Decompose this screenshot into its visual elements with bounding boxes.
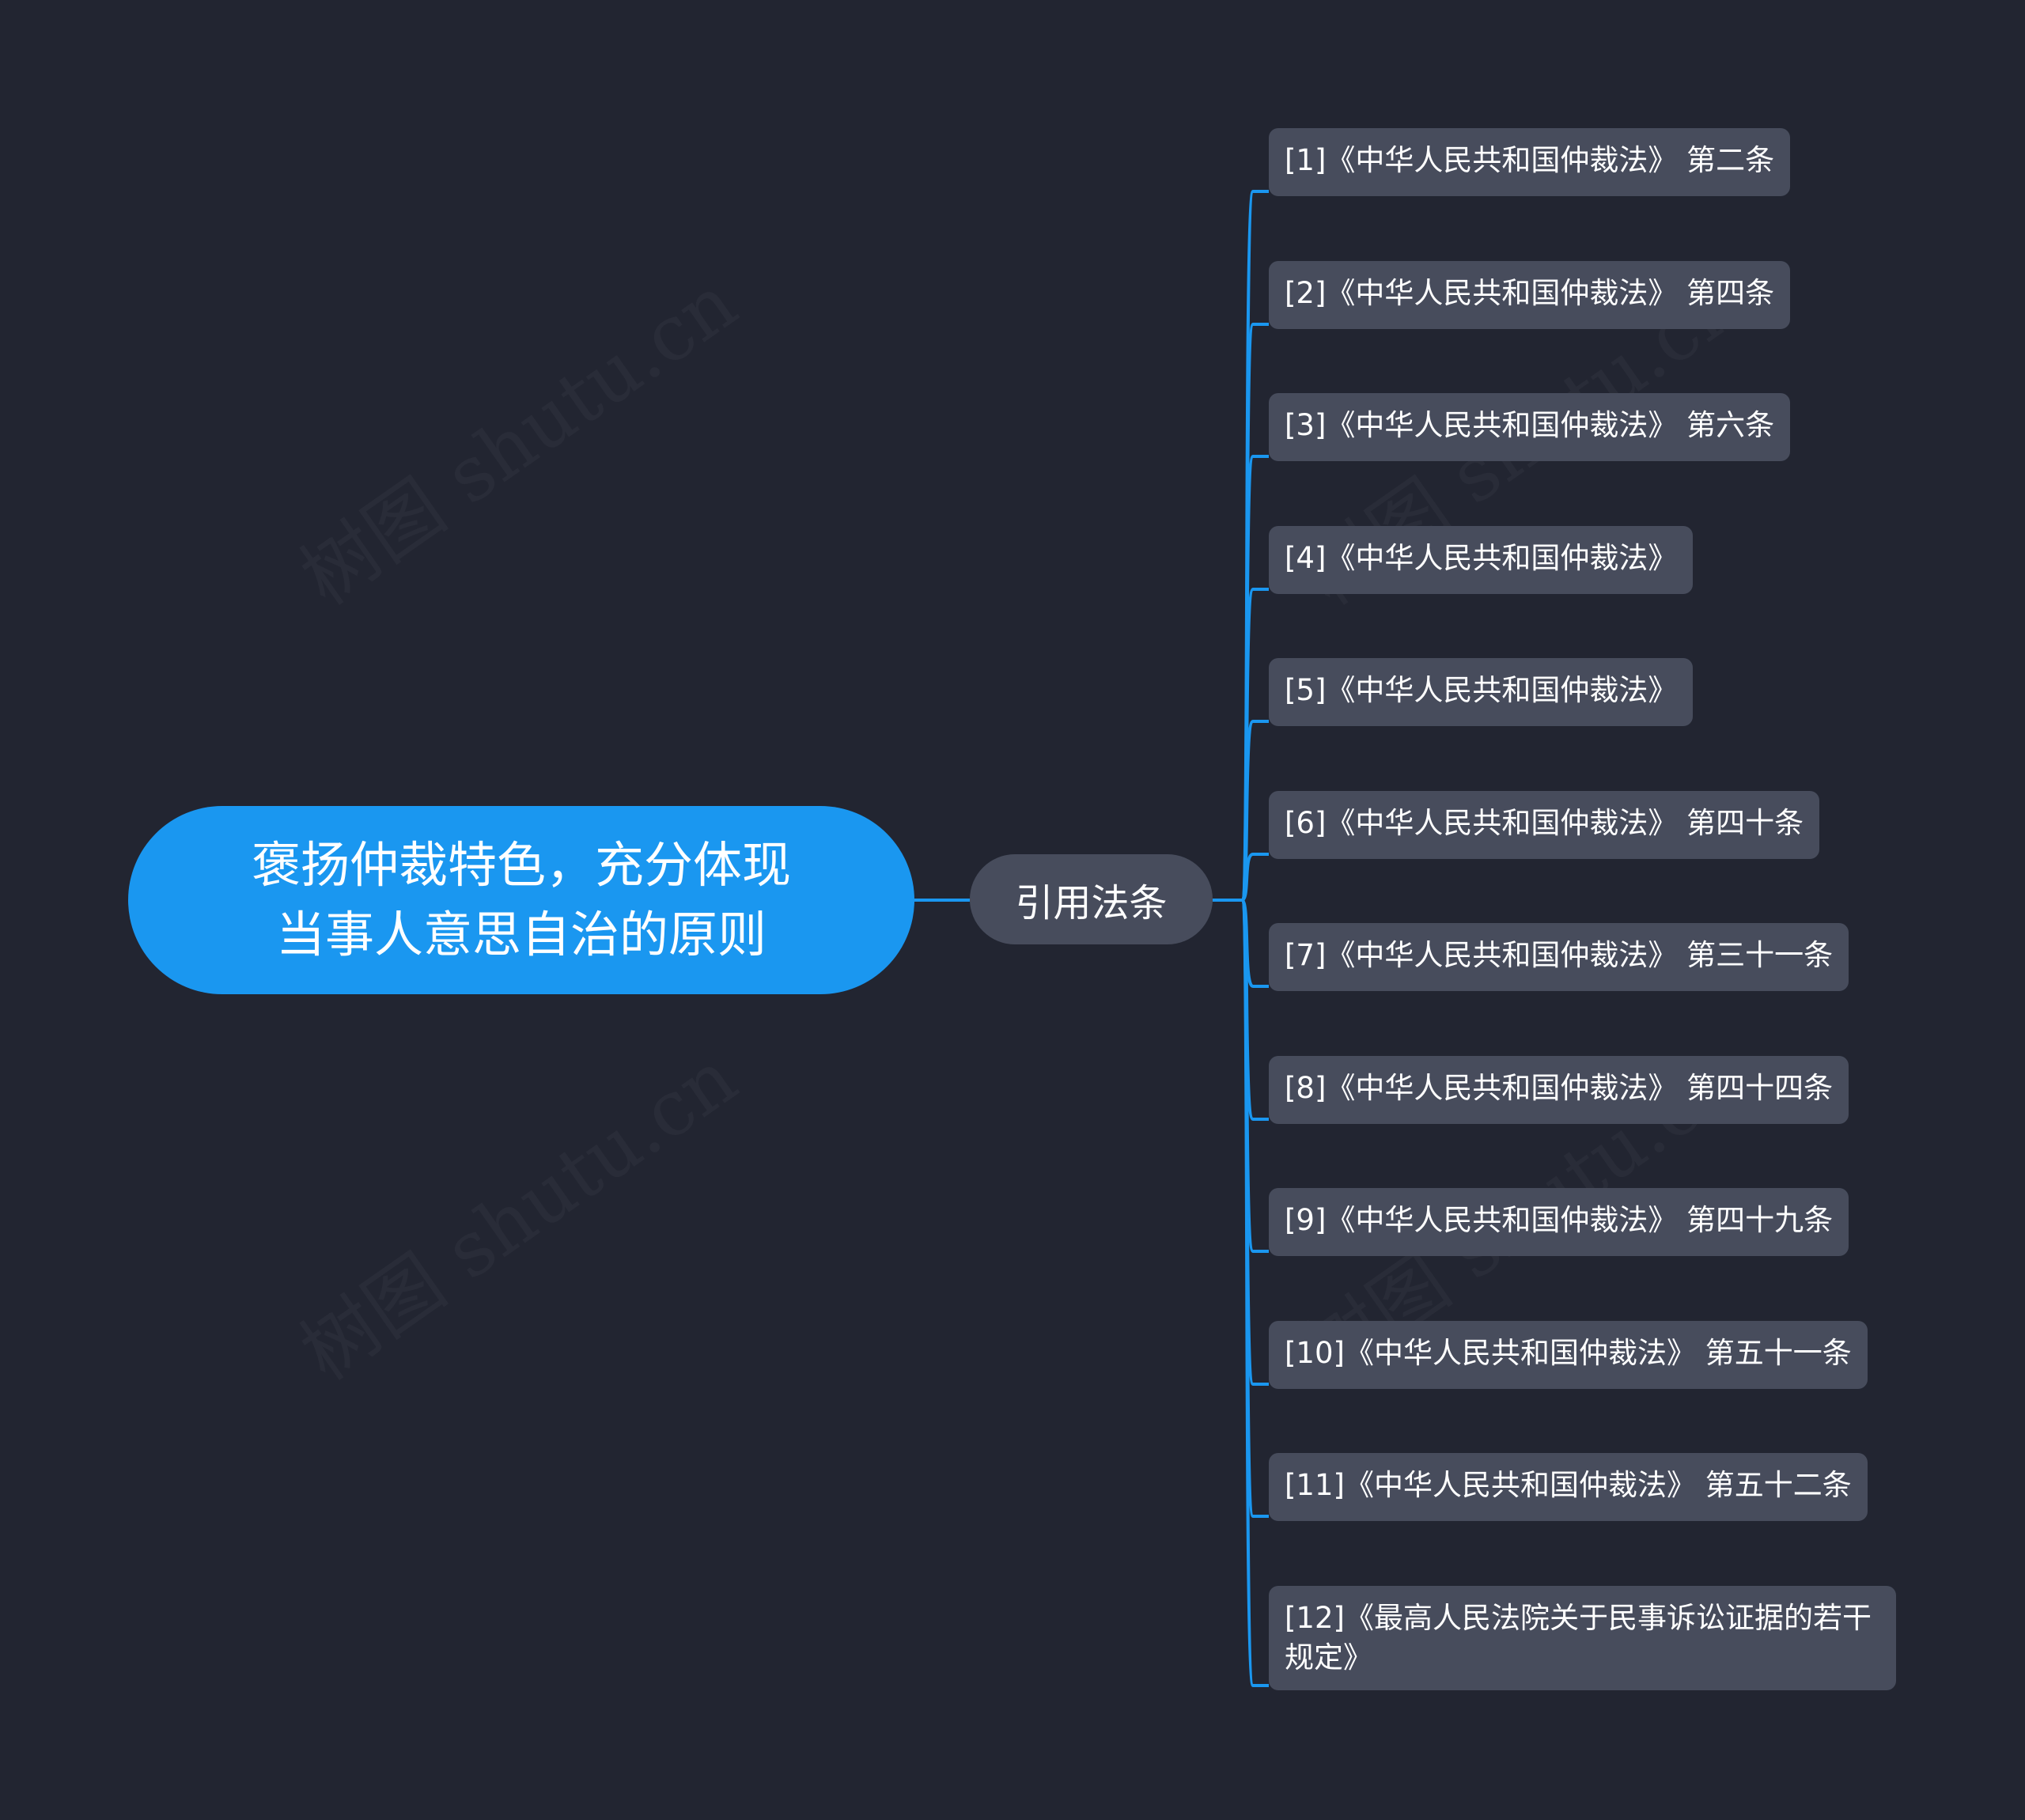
leaf-node-label: [1]《中华人民共和国仲裁法》 第二条 [1285,143,1775,177]
leaf-connector [1240,853,1269,902]
leaf-node-8[interactable]: [8]《中华人民共和国仲裁法》 第四十四条 [1269,1056,1849,1124]
root-topic-line-1: 褒扬仲裁特色，充分体现 [251,836,791,894]
leaf-node-label: [11]《中华人民共和国仲裁法》 第五十二条 [1285,1468,1852,1502]
leaf-node-label: [4]《中华人民共和国仲裁法》 [1285,541,1678,575]
branch-node-label: 引用法条 [1015,881,1168,925]
leaf-node-11[interactable]: [11]《中华人民共和国仲裁法》 第五十二条 [1269,1453,1868,1521]
leaf-node-label: [7]《中华人民共和国仲裁法》 第三十一条 [1285,938,1834,972]
leaf-node-label: [10]《中华人民共和国仲裁法》 第五十一条 [1285,1336,1852,1370]
leaf-node-label: [5]《中华人民共和国仲裁法》 [1285,673,1678,707]
leaf-node-2[interactable]: [2]《中华人民共和国仲裁法》 第四条 [1269,261,1791,329]
leaf-node-12[interactable]: [12]《最高人民法院关于民事诉讼证据的若干规定》 [1269,1586,1896,1690]
leaf-node-4[interactable]: [4]《中华人民共和国仲裁法》 [1269,526,1694,594]
root-topic-node[interactable]: 褒扬仲裁特色，充分体现 当事人意思自治的原则 [128,806,914,994]
leaf-node-label: [8]《中华人民共和国仲裁法》 第四十四条 [1285,1071,1834,1105]
leaf-node-label: [3]《中华人民共和国仲裁法》 第六条 [1285,408,1775,442]
leaf-connector [1240,899,1269,1687]
branch-node-cited-laws[interactable]: 引用法条 [970,854,1213,944]
leaf-node-3[interactable]: [3]《中华人民共和国仲裁法》 第六条 [1269,393,1791,461]
leaf-node-label: [9]《中华人民共和国仲裁法》 第四十九条 [1285,1203,1834,1237]
leaf-node-label: [12]《最高人民法院关于民事诉讼证据的若干规定》 [1285,1601,1872,1674]
leaf-node-6[interactable]: [6]《中华人民共和国仲裁法》 第四十条 [1269,791,1820,859]
leaf-node-label: [6]《中华人民共和国仲裁法》 第四十条 [1285,806,1804,840]
leaf-node-9[interactable]: [9]《中华人民共和国仲裁法》 第四十九条 [1269,1188,1849,1256]
leaf-node-10[interactable]: [10]《中华人民共和国仲裁法》 第五十一条 [1269,1321,1868,1389]
leaf-node-label: [2]《中华人民共和国仲裁法》 第四条 [1285,276,1775,310]
root-topic-line-2: 当事人意思自治的原则 [275,906,766,963]
leaf-node-5[interactable]: [5]《中华人民共和国仲裁法》 [1269,658,1694,726]
leaf-node-7[interactable]: [7]《中华人民共和国仲裁法》 第三十一条 [1269,923,1849,991]
leaf-node-1[interactable]: [1]《中华人民共和国仲裁法》 第二条 [1269,128,1791,196]
